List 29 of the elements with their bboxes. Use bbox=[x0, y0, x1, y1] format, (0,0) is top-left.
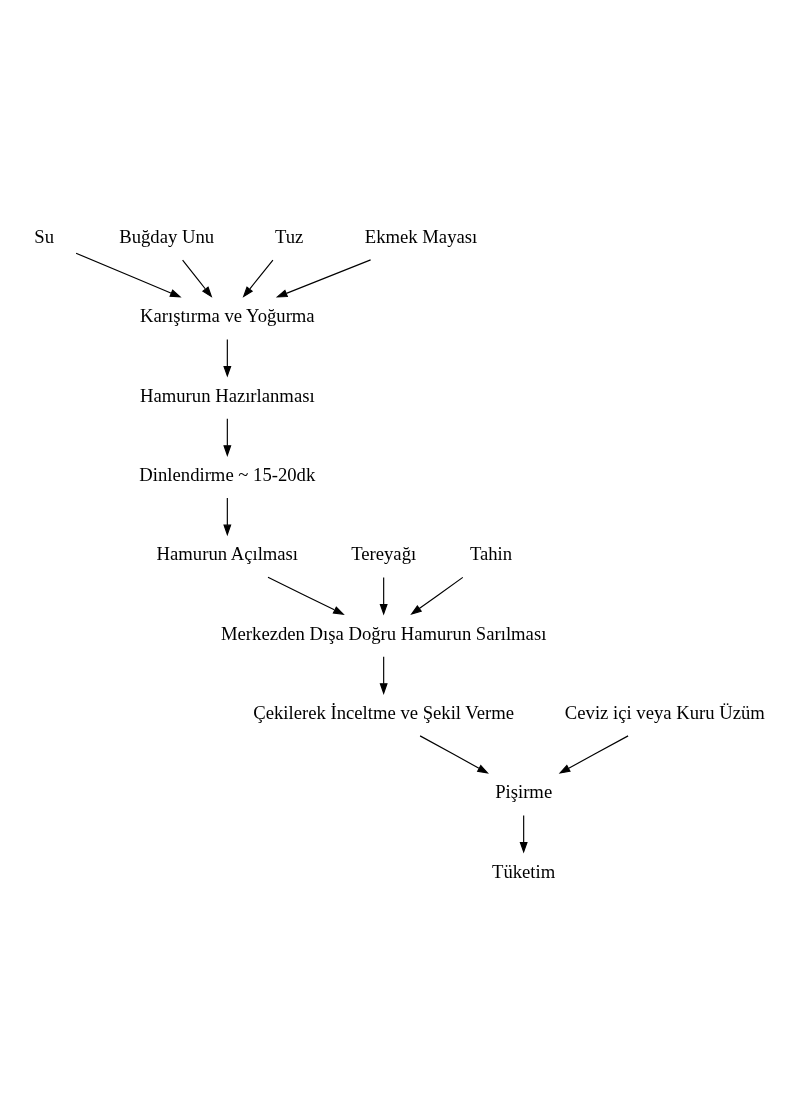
node-text: Su bbox=[34, 226, 55, 248]
arrow bbox=[519, 814, 528, 854]
node-text: Merkezden Dışa Doğru Hamurun Sarılması bbox=[220, 622, 547, 644]
arrow bbox=[182, 259, 213, 298]
arrow bbox=[267, 576, 345, 616]
arrow bbox=[223, 418, 232, 457]
node-text: Hamurun Açılması bbox=[156, 543, 299, 565]
node-text: Hamurun Hazırlanması bbox=[140, 384, 315, 406]
node-text: Dinlendirme ~ 15-20dk bbox=[139, 464, 316, 486]
arrow bbox=[379, 656, 388, 695]
node-text: Tereyağı bbox=[351, 543, 417, 565]
arrow bbox=[75, 252, 182, 298]
arrow bbox=[242, 259, 274, 298]
node-text: Tahin bbox=[469, 543, 513, 565]
arrow bbox=[419, 735, 489, 774]
node-text: Tüketim bbox=[492, 860, 556, 882]
arrow bbox=[410, 576, 464, 616]
arrow bbox=[275, 259, 372, 298]
node-text: Karıştırma ve Yoğurma bbox=[140, 305, 315, 327]
node-text: Ekmek Mayası bbox=[364, 226, 478, 248]
arrow bbox=[379, 576, 388, 616]
node-text: Çekilerek İnceltme ve Şekil Verme bbox=[253, 702, 515, 724]
node-text: Pişirme bbox=[495, 781, 553, 803]
node-text: Ceviz içi veya Kuru Üzüm bbox=[564, 702, 765, 724]
arrow bbox=[223, 497, 232, 537]
arrow bbox=[558, 735, 629, 774]
arrow bbox=[223, 338, 232, 378]
node-text: Tuz bbox=[274, 226, 304, 248]
node-text: Buğday Unu bbox=[119, 226, 215, 248]
